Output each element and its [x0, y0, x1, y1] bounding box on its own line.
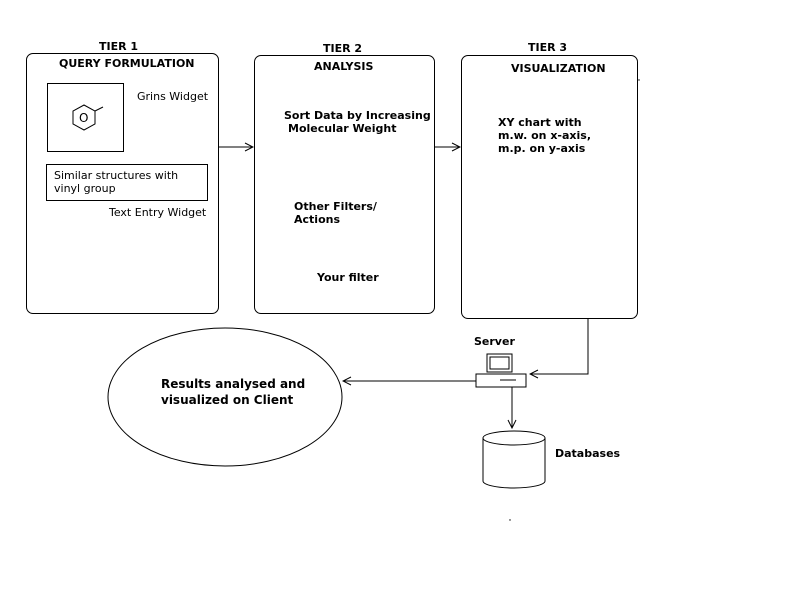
- tier2-title: ANALYSIS: [314, 60, 374, 73]
- other-filters-line2: Actions: [294, 213, 340, 226]
- grins-widget-label: Grins Widget: [137, 90, 209, 103]
- sort-data-line1: Sort Data by Increasing: [284, 109, 431, 122]
- database-cylinder-icon: [482, 430, 546, 489]
- client-result-line1: Results analysed and: [161, 377, 306, 391]
- grins-widget-canvas[interactable]: O: [47, 83, 124, 152]
- text-entry-widget[interactable]: Similar structures with vinyl group: [46, 164, 208, 201]
- tier3-heading: TIER 3: [528, 41, 568, 54]
- xy-chart-line2: m.w. on x-axis,: [498, 129, 592, 142]
- tier1-panel: QUERY FORMULATION O Grins Widget Similar…: [26, 53, 219, 314]
- tier2-panel: ANALYSIS: [254, 55, 435, 314]
- tier3-title: VISUALIZATION: [511, 62, 606, 75]
- tier1-heading: TIER 1: [99, 40, 139, 53]
- tier2-heading: TIER 2: [323, 42, 363, 55]
- xy-chart-line1: XY chart with: [498, 116, 582, 129]
- client-result-line2: visualized on Client: [161, 393, 294, 407]
- stray-dot: [638, 79, 640, 81]
- tier1-title: QUERY FORMULATION: [59, 57, 195, 70]
- sort-data-line2: Molecular Weight: [288, 122, 397, 135]
- molecule-atom-label: O: [79, 111, 89, 125]
- text-entry-widget-label: Text Entry Widget: [109, 206, 207, 219]
- tier3-panel: VISUALIZATION: [461, 55, 638, 319]
- databases-label: Databases: [555, 447, 621, 460]
- arrow-tier3-to-server: [530, 318, 589, 374]
- other-filters-line1: Other Filters/: [294, 200, 377, 213]
- server-computer-icon: [475, 353, 527, 388]
- stray-dot: [509, 519, 511, 521]
- benzene-molecule-icon: [72, 104, 104, 131]
- server-label: Server: [474, 335, 515, 348]
- client-ellipse: [107, 327, 343, 467]
- xy-chart-line3: m.p. on y-axis: [498, 142, 586, 155]
- your-filter-label: Your filter: [317, 271, 379, 284]
